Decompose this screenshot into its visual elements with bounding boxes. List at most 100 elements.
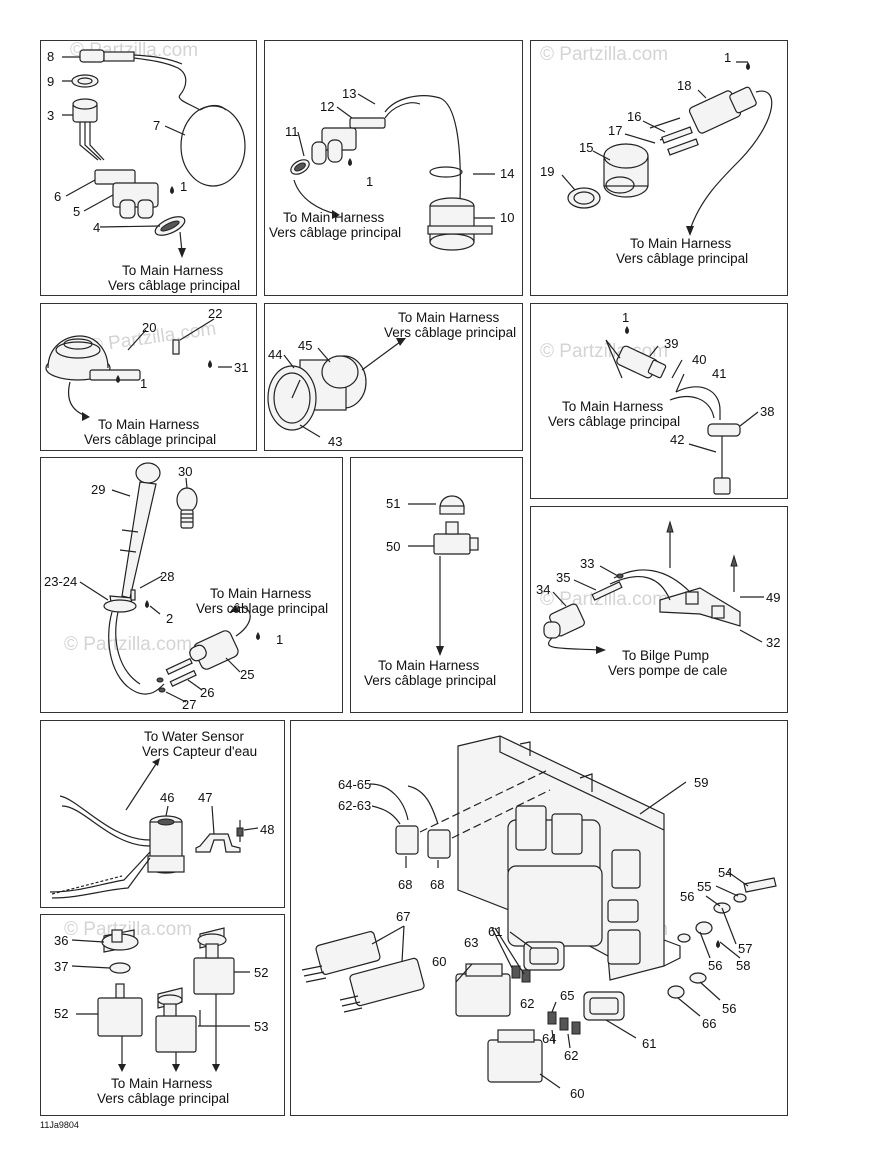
callout-number: 16: [627, 109, 641, 124]
callout-number: 44: [268, 347, 282, 362]
callout-number: 4: [93, 220, 100, 235]
callout-number: 55: [697, 879, 711, 894]
callout-number: 49: [766, 590, 780, 605]
callout-number: 17: [608, 123, 622, 138]
callout-number: 37: [54, 959, 68, 974]
vers-cablage-label: Vers câblage principal: [108, 278, 240, 293]
panel-temp-sensor: [530, 303, 788, 499]
to-main-harness-label: To Main Harness: [111, 1076, 213, 1091]
callout-number: 18: [677, 78, 691, 93]
to-main-harness-label: To Main Harness: [398, 310, 500, 325]
callout-number: 67: [396, 909, 410, 924]
callout-number: 23-24: [44, 574, 77, 589]
callout-number: 9: [47, 74, 54, 89]
callout-number: 41: [712, 366, 726, 381]
to-main-harness-label: To Main Harness: [562, 399, 664, 414]
callout-number: 30: [178, 464, 192, 479]
to-main-harness-label: To Main Harness: [630, 236, 732, 251]
callout-number: 52: [54, 1006, 68, 1021]
vers-pompe-label: Vers pompe de cale: [608, 663, 727, 678]
panel6-drawing: 1 39 40 41 38 42 To Main Harness Vers câ…: [548, 310, 774, 495]
vers-cablage-label: Vers câblage principal: [196, 601, 328, 616]
panel-bilge-pump: [40, 720, 285, 908]
callout-number: 61: [642, 1036, 656, 1051]
callout-number: 56: [708, 958, 722, 973]
callout-number: 57: [738, 941, 752, 956]
callout-number: 28: [160, 569, 174, 584]
vers-capteur-label: Vers Capteur d'eau: [142, 744, 257, 759]
panel5-drawing: 44 45 43 To Main Harness Vers câblage pr…: [267, 310, 516, 449]
callout-number: 1: [140, 376, 147, 391]
callout-number: 5: [73, 204, 80, 219]
callout-number: 7: [153, 118, 160, 133]
callout-number: 66: [702, 1016, 716, 1031]
callout-number: 8: [47, 49, 54, 64]
callout-number: 48: [260, 822, 274, 837]
callout-number: 36: [54, 933, 68, 948]
callout-number: 56: [722, 1001, 736, 1016]
vers-cablage-label: Vers câblage principal: [548, 414, 680, 429]
vers-cablage-label: Vers câblage principal: [84, 432, 216, 447]
callout-number: 1: [276, 632, 283, 647]
callout-number: 2: [166, 611, 173, 626]
to-water-sensor-label: To Water Sensor: [144, 729, 245, 744]
callout-number: 25: [240, 667, 254, 682]
callout-number: 46: [160, 790, 174, 805]
callout-number: 14: [500, 166, 514, 181]
callout-number: 62-63: [338, 798, 371, 813]
callout-number: 47: [198, 790, 212, 805]
callout-number: 1: [724, 50, 731, 65]
to-bilge-pump-label: To Bilge Pump: [622, 648, 709, 663]
callout-number: 19: [540, 164, 554, 179]
callout-number: 64-65: [338, 777, 371, 792]
vers-cablage-label: Vers câblage principal: [364, 673, 496, 688]
callout-number: 38: [760, 404, 774, 419]
watermark: © Partzilla.com: [64, 634, 192, 655]
to-main-harness-label: To Main Harness: [122, 263, 224, 278]
to-main-harness-label: To Main Harness: [378, 658, 480, 673]
callout-number: 40: [692, 352, 706, 367]
to-main-harness-label: To Main Harness: [98, 417, 200, 432]
callout-number: 34: [536, 582, 550, 597]
callout-number: 29: [91, 482, 105, 497]
panel-switch: [350, 457, 523, 713]
to-main-harness-label: To Main Harness: [210, 586, 312, 601]
callout-number: 58: [736, 958, 750, 973]
callout-number: 11: [285, 124, 299, 139]
callout-number: 50: [386, 539, 400, 554]
callout-number: 32: [766, 635, 780, 650]
callout-number: 62: [520, 996, 534, 1011]
panel12-drawing: 64-65 62-63 59 68 68 67 54 55 56 57 56 5…: [301, 735, 777, 1101]
callout-number: 13: [342, 86, 356, 101]
callout-number: 65: [560, 988, 574, 1003]
panel8-drawing: 51 50 To Main Harness Vers câblage princ…: [364, 495, 496, 688]
callout-number: 12: [320, 99, 334, 114]
callout-number: 1: [622, 310, 629, 325]
vers-cablage-label: Vers câblage principal: [269, 225, 401, 240]
panel3-drawing: 1 18 16 17 15 19 To Main Harness Vers câ…: [540, 50, 773, 266]
callout-number: 51: [386, 496, 400, 511]
callout-number: 68: [430, 877, 444, 892]
panel9-drawing: 33 35 34 49 32 To Bilge Pump Vers pompe …: [536, 520, 780, 678]
callout-number: 22: [208, 306, 222, 321]
callout-number: 43: [328, 434, 342, 449]
callout-number: 68: [398, 877, 412, 892]
vers-cablage-label: Vers câblage principal: [616, 251, 748, 266]
callout-number: 3: [47, 108, 54, 123]
callout-number: 54: [718, 865, 732, 880]
callout-number: 59: [694, 775, 708, 790]
callout-number: 42: [670, 432, 684, 447]
callout-number: 56: [680, 889, 694, 904]
callout-number: 35: [556, 570, 570, 585]
panel-bilge-switch: [530, 506, 788, 713]
vers-cablage-label: Vers câblage principal: [97, 1091, 229, 1106]
callout-number: 31: [234, 360, 248, 375]
panel2-drawing: 13 12 11 1 14 10 To Main Harness Vers câ…: [269, 86, 514, 251]
callout-number: 6: [54, 189, 61, 204]
callout-number: 33: [580, 556, 594, 571]
panel7-drawing: 29 30 28 23-24 2 1 25 26 27 To Main Harn…: [44, 462, 328, 712]
panel-relays: [40, 914, 285, 1116]
callout-number: 45: [298, 338, 312, 353]
callout-number: 61: [488, 924, 502, 939]
